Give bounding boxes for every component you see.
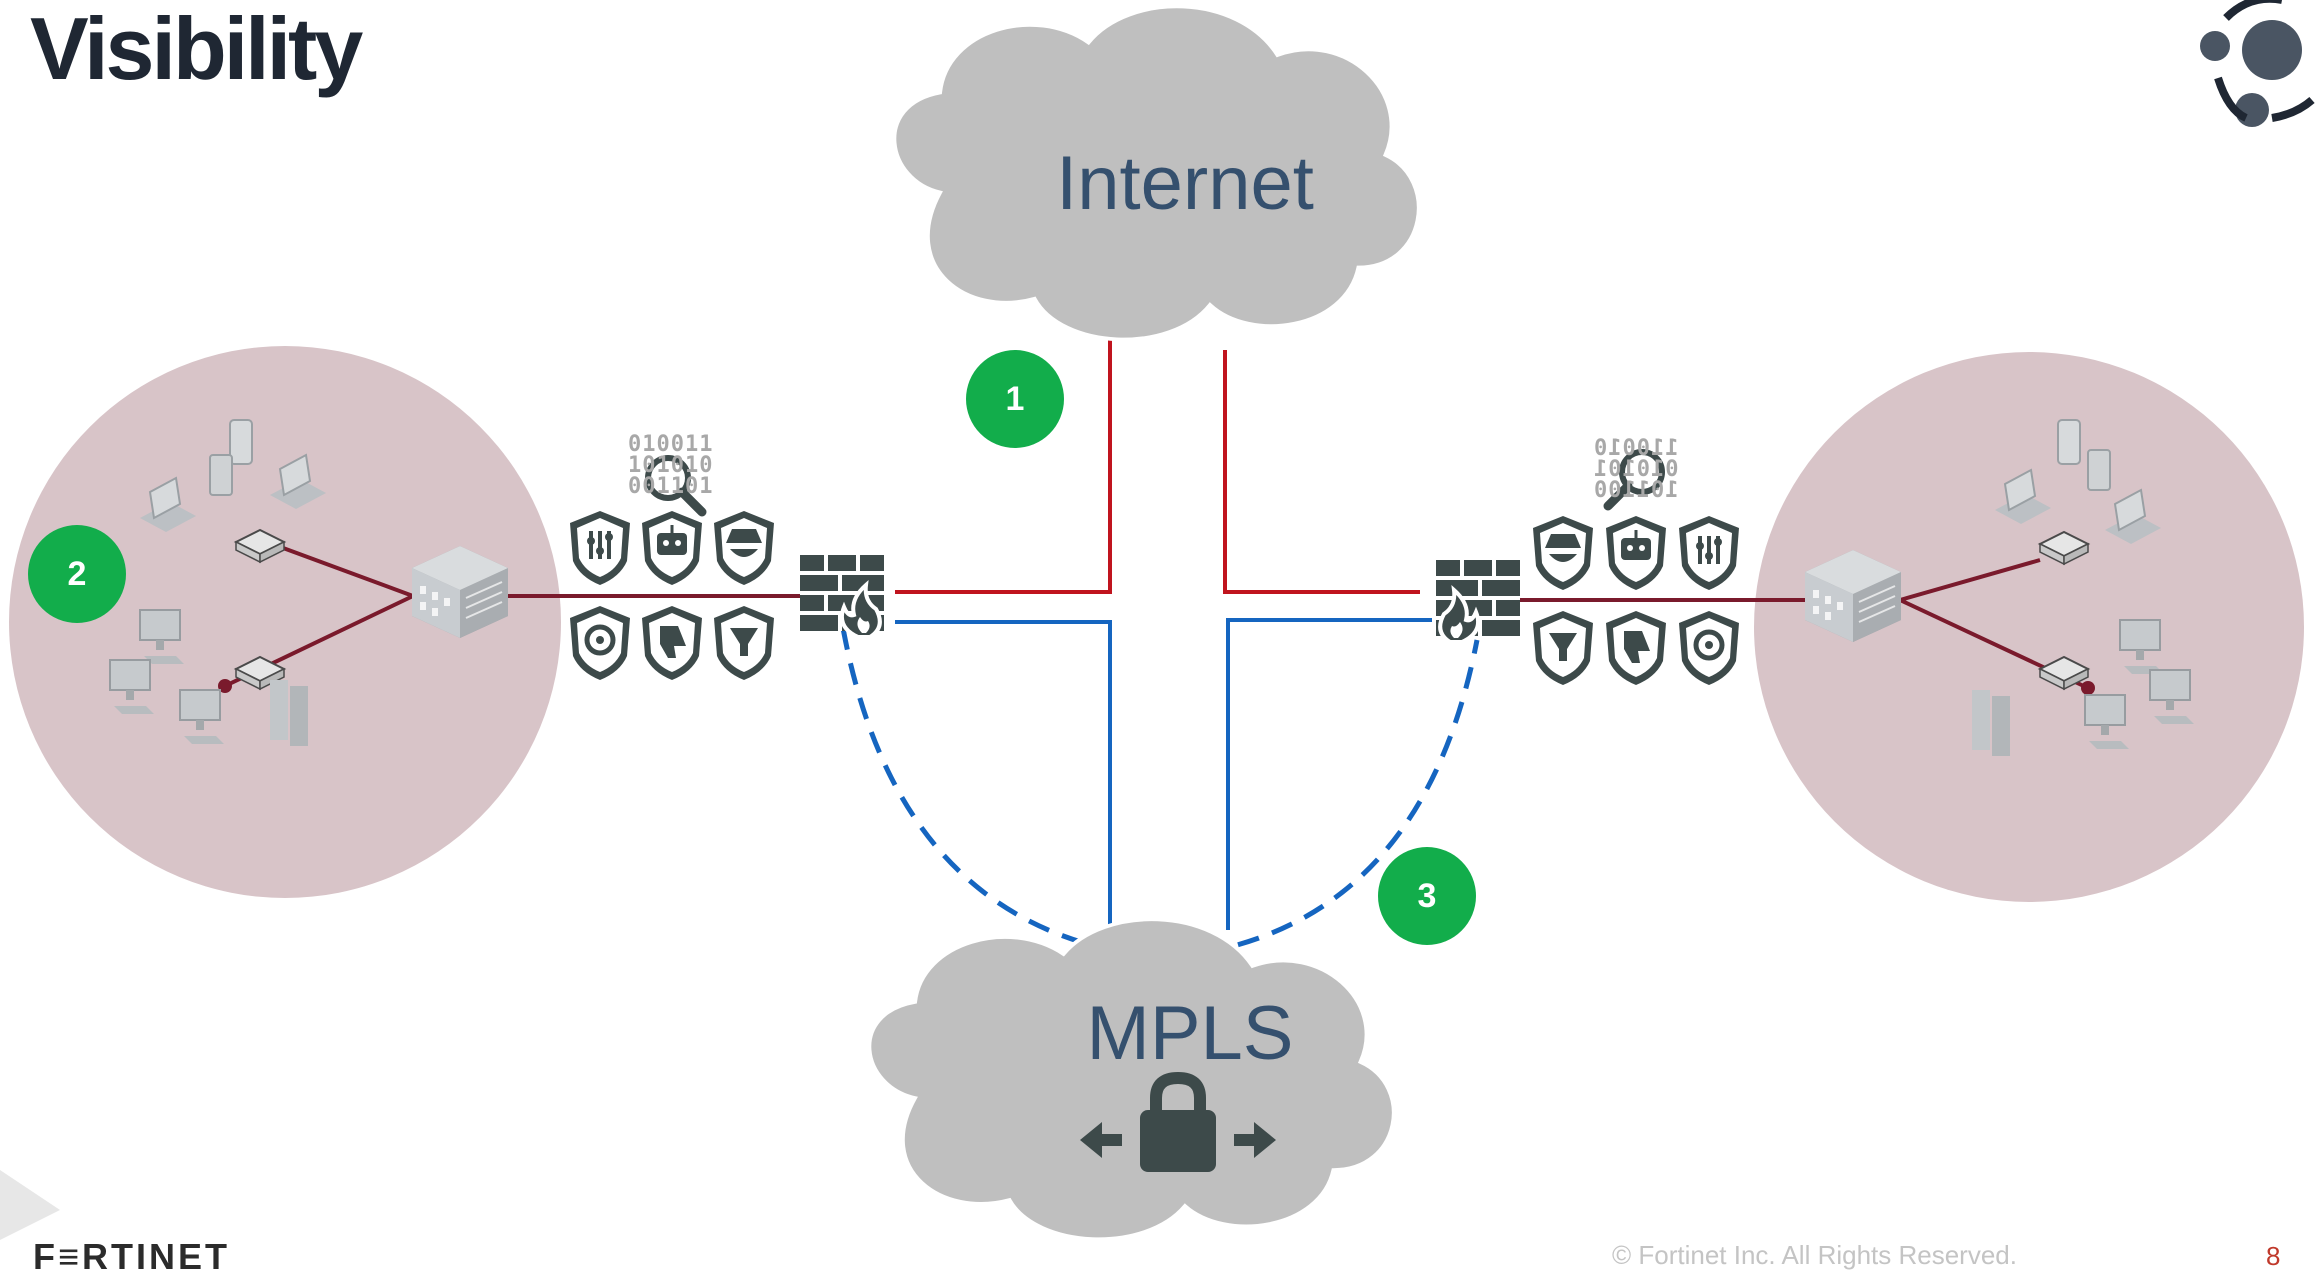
biohazard-icon bbox=[570, 606, 630, 680]
right-ap-link bbox=[1899, 558, 2041, 602]
left-site-circle bbox=[9, 346, 561, 898]
internet-link-right bbox=[1223, 350, 1420, 594]
mpls-link-left bbox=[895, 620, 1112, 940]
step-badge-3: 3 bbox=[1378, 847, 1476, 945]
tablet-icon bbox=[209, 454, 233, 496]
bot-icon bbox=[1606, 516, 1666, 590]
left-ap-link bbox=[274, 543, 414, 598]
fortinet-orbit-logo-icon bbox=[2200, 0, 2315, 127]
binary-data-left: 010011 101010 001101 bbox=[628, 432, 714, 499]
overlay-tunnel bbox=[840, 627, 1480, 961]
filter-icon bbox=[1533, 611, 1593, 685]
fortinet-logo: F≡RTINET bbox=[33, 1236, 230, 1277]
step-badge-2: 2 bbox=[28, 525, 126, 623]
spy-icon bbox=[714, 511, 774, 585]
firewall-icon bbox=[1434, 558, 1522, 644]
thumbs-down-icon bbox=[1606, 611, 1666, 685]
tablet-icon bbox=[2087, 449, 2111, 491]
bot-icon bbox=[642, 511, 702, 585]
lock-icon bbox=[1080, 1071, 1276, 1172]
biohazard-icon bbox=[1679, 611, 1739, 685]
mpls-cloud bbox=[869, 919, 1394, 1239]
application-control-icon bbox=[570, 511, 630, 585]
phone-icon bbox=[229, 419, 253, 465]
page-number: 8 bbox=[2266, 1241, 2281, 1271]
mpls-label: MPLS bbox=[1086, 991, 1294, 1076]
firewall-icon bbox=[798, 553, 886, 639]
right-site-circle bbox=[1754, 352, 2304, 902]
filter-icon bbox=[714, 606, 774, 680]
copyright-text: © Fortinet Inc. All Rights Reserved. bbox=[1612, 1240, 2017, 1270]
page-title: Visibility bbox=[30, 0, 363, 98]
application-control-icon bbox=[1679, 516, 1739, 590]
binary-data-right: 110010 010101 101100 bbox=[1593, 436, 1679, 503]
magnifier-icon bbox=[1603, 449, 1665, 511]
spy-icon bbox=[1533, 516, 1593, 590]
internet-label: Internet bbox=[1056, 141, 1314, 226]
thumbs-down-icon bbox=[642, 606, 702, 680]
magnifier-icon bbox=[645, 455, 707, 517]
mpls-link-right bbox=[1226, 618, 1432, 930]
internet-link-left bbox=[895, 330, 1112, 594]
phone-icon bbox=[2057, 419, 2081, 465]
step-badge-1: 1 bbox=[966, 350, 1064, 448]
